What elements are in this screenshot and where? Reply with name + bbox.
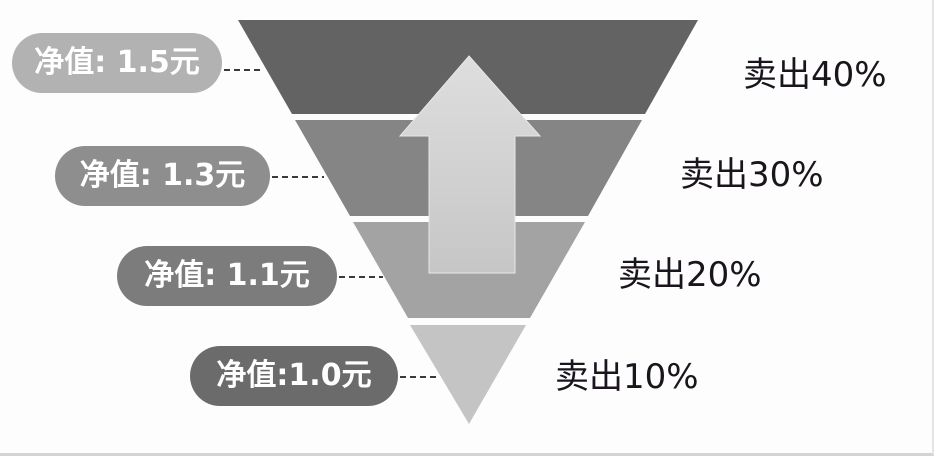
- nav-pill-2: 净值: 1.3元: [55, 146, 270, 206]
- sell-label-1: 卖出40%: [743, 55, 887, 95]
- sell-label-2: 卖出30%: [680, 155, 824, 195]
- funnel-segment-4: [410, 325, 526, 424]
- sell-label-4: 卖出10%: [555, 357, 699, 397]
- up-arrow-icon: [398, 55, 542, 274]
- nav-pill-1: 净值: 1.5元: [12, 33, 222, 93]
- nav-pill-3: 净值: 1.1元: [117, 246, 337, 306]
- nav-pill-4: 净值:1.0元: [190, 346, 398, 406]
- nav-pill-3-label: 净值: 1.1元: [144, 258, 310, 293]
- connector-lines: [224, 69, 438, 378]
- nav-pill-1-label: 净值: 1.5元: [34, 45, 200, 80]
- sell-label-3: 卖出20%: [618, 255, 762, 295]
- nav-pill-4-label: 净值:1.0元: [216, 358, 372, 393]
- nav-pill-2-label: 净值: 1.3元: [79, 158, 246, 193]
